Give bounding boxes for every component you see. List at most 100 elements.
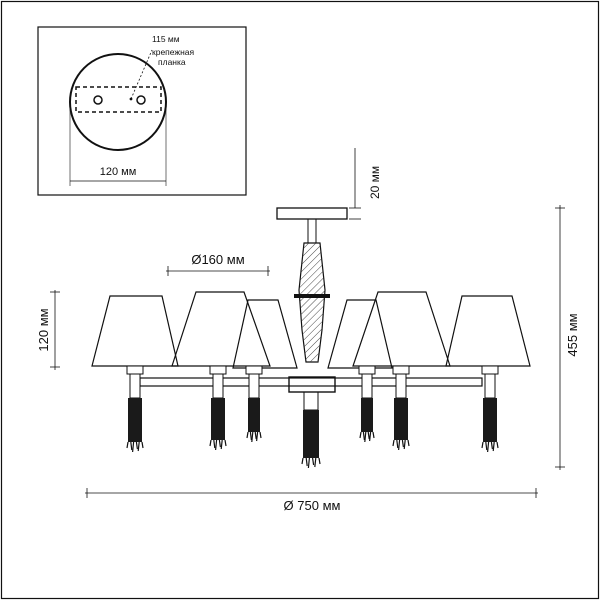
chandelier xyxy=(91,207,531,469)
crystal-fringe xyxy=(364,431,367,443)
center-crystal-fringe xyxy=(314,457,317,468)
center-hub xyxy=(288,376,336,393)
crystal-pendant xyxy=(394,398,408,440)
shade-diameter-label: Ø160 мм xyxy=(191,252,244,267)
crystal-fringe xyxy=(372,431,375,439)
ceiling-canopy xyxy=(276,207,348,220)
canopy-height-label: 20 мм xyxy=(368,166,382,199)
crystal-fringe xyxy=(481,441,484,449)
shade-back-right xyxy=(327,299,393,369)
candle-pendants xyxy=(126,365,499,453)
crystal-fringe xyxy=(130,441,133,451)
crystal-fringe xyxy=(367,431,370,440)
candle-cup xyxy=(245,365,263,375)
crystal-pendant xyxy=(211,398,225,440)
crystal-fringe xyxy=(220,439,223,450)
canopy-height-dimension: 20 мм xyxy=(349,148,382,220)
shade-far-right xyxy=(445,295,531,367)
center-crystal-fringe xyxy=(305,457,308,467)
total-diameter-dimension: Ø 750 мм xyxy=(85,488,538,513)
crystal-fringe xyxy=(487,441,490,453)
crystal-fringe xyxy=(259,431,262,439)
candle-cup xyxy=(209,365,227,375)
center-crystal-fringe xyxy=(312,457,315,466)
candle-cup xyxy=(126,365,144,375)
mounting-plate xyxy=(75,86,162,113)
crystal-pendant xyxy=(361,398,373,432)
center-pendant xyxy=(303,410,319,458)
crystal-fringe xyxy=(218,439,221,448)
candle-socket xyxy=(248,373,260,399)
candle-socket xyxy=(395,373,407,399)
crystal-fringe xyxy=(362,431,365,441)
shade-right xyxy=(352,291,451,367)
crystal-fringe xyxy=(126,441,129,449)
plate-label-line1: крепежная xyxy=(152,47,195,57)
crystal-fringe xyxy=(392,439,395,447)
center-crystal-fringe xyxy=(307,457,310,469)
plate-hole-left xyxy=(93,95,103,105)
candle-socket xyxy=(361,373,373,399)
plate-label-line2: планка xyxy=(158,57,186,67)
inset-frame xyxy=(37,26,247,196)
plate-hole-right xyxy=(136,95,146,105)
shade-far-left xyxy=(91,295,179,367)
plate-leader xyxy=(130,49,153,100)
crystal-fringe xyxy=(398,439,401,451)
shade-height-label: 120 мм xyxy=(36,308,51,351)
crystal-fringe xyxy=(209,439,212,447)
crystal-fringe xyxy=(256,431,259,442)
crystal-fringe xyxy=(401,439,404,448)
candle-socket xyxy=(212,373,224,399)
candle-cup xyxy=(358,365,376,375)
candle-cup xyxy=(392,365,410,375)
crystal-fringe xyxy=(137,441,140,452)
crystal-fringe xyxy=(407,439,410,447)
candle-cup xyxy=(481,365,499,375)
crystal-fringe xyxy=(251,431,254,443)
center-pendant-fringe xyxy=(301,457,321,469)
crystal-fringe xyxy=(215,439,218,451)
mounting-inset: 115 мм крепежная планка 120 мм xyxy=(37,26,247,196)
stem xyxy=(307,218,317,244)
crystal-fringe xyxy=(141,441,144,449)
canopy-diameter-label: 120 мм xyxy=(100,166,137,178)
center-crystal-fringe xyxy=(318,457,321,465)
crystal-fringe xyxy=(492,441,495,452)
shade-back-left xyxy=(232,299,298,369)
crystal-fringe xyxy=(359,431,362,439)
crystal-fringe xyxy=(396,439,399,449)
crystal-fringe xyxy=(403,439,406,450)
center-crystal-fringe xyxy=(301,457,304,465)
plate-width-label: 115 мм xyxy=(152,34,180,44)
crystal-fringe xyxy=(254,431,257,440)
crystal-fringe xyxy=(485,441,488,451)
shade-height-dimension: 120 мм xyxy=(36,290,60,370)
crystal-fringe xyxy=(213,439,216,449)
crystal-fringe xyxy=(224,439,227,447)
shade-left xyxy=(171,291,271,367)
crystal-pendant xyxy=(128,398,142,442)
crystal-fringe xyxy=(369,431,372,442)
crystal-fringe xyxy=(496,441,499,449)
crystal-fringe xyxy=(249,431,252,441)
crystal-column xyxy=(294,242,330,363)
column-hatch xyxy=(299,243,325,362)
total-diameter-label: Ø 750 мм xyxy=(284,498,341,513)
crystal-fringe xyxy=(132,441,135,453)
column-ring xyxy=(294,294,330,298)
shade-diameter-dimension: Ø160 мм xyxy=(166,252,270,276)
canopy-circle xyxy=(69,53,167,151)
crystal-fringe xyxy=(490,441,493,450)
crystal-pendant xyxy=(248,398,260,432)
crystal-fringe xyxy=(246,431,249,439)
main-arm xyxy=(139,377,483,387)
crystal-fringe xyxy=(135,441,138,450)
total-height-dimension: 455 мм xyxy=(555,205,580,470)
candle-socket xyxy=(129,373,141,399)
crystal-pendant xyxy=(483,398,497,442)
candle-socket xyxy=(484,373,496,399)
